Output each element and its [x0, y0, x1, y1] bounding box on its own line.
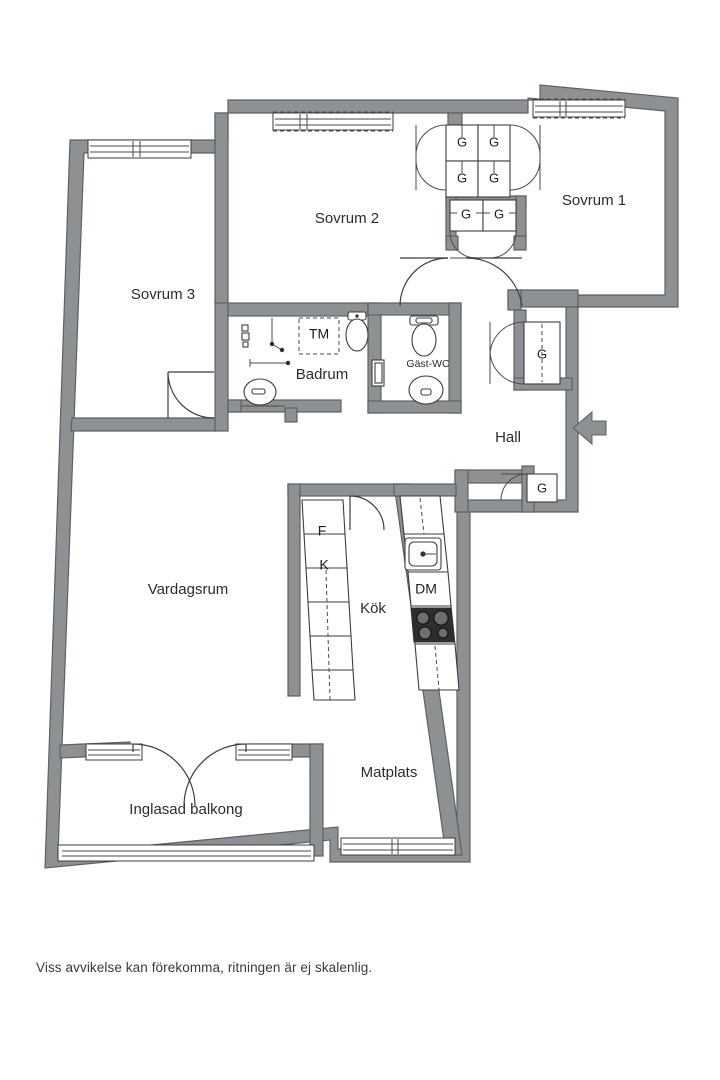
- fixture-label-washing-machine: TM: [309, 326, 329, 342]
- room-label-sovrum-1: Sovrum 1: [562, 192, 626, 209]
- toilet-gastwc: [409, 315, 439, 357]
- kitchen-right-counter: [399, 495, 460, 691]
- door-swings: [132, 124, 541, 807]
- closet-label-3: G: [457, 170, 467, 185]
- shower-fixture: [241, 324, 250, 348]
- room-label-gast-wc: Gäst-WC: [406, 358, 450, 370]
- room-label-hall: Hall: [495, 429, 521, 446]
- fixture-label-dishwasher: DM: [415, 581, 437, 597]
- fixture-label-fridge: F: [318, 523, 327, 539]
- closet-label-6: G: [494, 206, 504, 221]
- kitchen-left-counter: [301, 499, 356, 701]
- fixture-label-freezer: K: [319, 557, 329, 573]
- window-balkong-bottom: [57, 844, 315, 862]
- window-sovrum1: [532, 98, 626, 119]
- sink-badrum: [243, 378, 277, 406]
- entrance-arrow: [572, 410, 607, 446]
- kitchen-sink: [404, 537, 442, 571]
- sink-gastwc: [408, 375, 444, 405]
- closet-label-7: G: [537, 346, 547, 361]
- closet-label-2: G: [489, 134, 499, 149]
- window-balkong-right: [235, 743, 293, 761]
- disclaimer-caption: Viss avvikelse kan förekomma, ritningen …: [36, 960, 373, 975]
- room-label-vardagsrum: Vardagsrum: [148, 581, 229, 598]
- room-label-sovrum-2: Sovrum 2: [315, 210, 379, 227]
- room-label-badrum: Badrum: [296, 366, 349, 383]
- windows: [57, 98, 626, 862]
- room-label-inglasad-balkong: Inglasad balkong: [129, 801, 242, 818]
- room-label-kok: Kök: [360, 600, 386, 617]
- stove: [410, 607, 455, 643]
- badrum-fixtures: [241, 311, 385, 406]
- window-matplats: [340, 837, 456, 856]
- closet-label-8: G: [537, 480, 547, 495]
- room-label-sovrum-3: Sovrum 3: [131, 286, 195, 303]
- window-sovrum2: [272, 111, 394, 132]
- gast-wc-fixtures: [408, 315, 444, 405]
- closet-label-1: G: [457, 134, 467, 149]
- window-balkong-left: [85, 743, 143, 761]
- closet-label-4: G: [489, 170, 499, 185]
- closets: [445, 124, 561, 503]
- closet-label-5: G: [461, 206, 471, 221]
- window-sovrum3: [87, 139, 192, 159]
- toilet-badrum: [345, 311, 369, 352]
- labels: Sovrum 3 Sovrum 2 Sovrum 1 Badrum Gäst-W…: [129, 134, 626, 818]
- room-label-matplats: Matplats: [361, 764, 418, 781]
